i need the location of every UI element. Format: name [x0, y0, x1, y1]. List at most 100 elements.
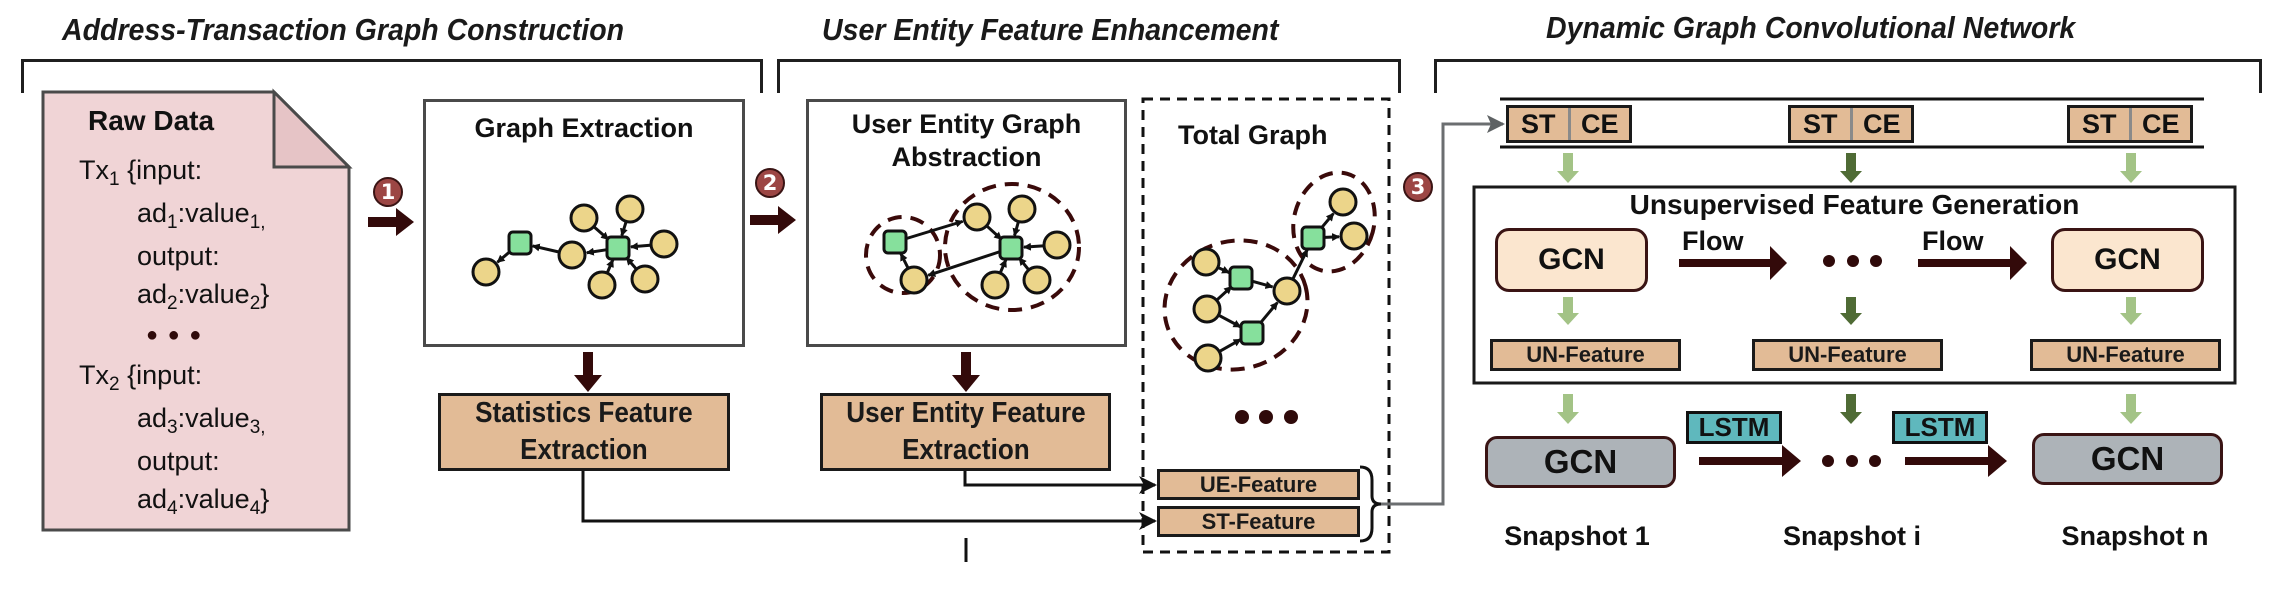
- address-node: [1192, 294, 1222, 324]
- transaction-node: [998, 235, 1024, 261]
- address-node: [899, 265, 929, 295]
- graph-edge: [906, 219, 964, 240]
- graph-edge: [606, 259, 615, 273]
- address-node: [615, 194, 645, 224]
- transaction-node: [1239, 320, 1265, 346]
- section-title-dgcn: Dynamic Graph Convolutional Network: [1546, 10, 2076, 45]
- step-badge-3: 3: [1403, 172, 1433, 202]
- graph-edge: [1218, 266, 1231, 274]
- temporal-gcn-snapshot-1: GCN: [1485, 436, 1676, 488]
- flow-label-left: Flow: [1682, 226, 1744, 256]
- raw-tx2-output-label: output:: [137, 446, 220, 476]
- st-cell: ST: [2070, 108, 2132, 140]
- user-entity-cluster: [1162, 238, 1310, 372]
- address-node: [1272, 276, 1302, 306]
- raw-tx1-input: ad1:value1,: [137, 198, 266, 233]
- lstm-arrow-left: [1699, 445, 1801, 477]
- statistics-feature-extraction-box: Statistics Feature Extraction: [438, 393, 730, 471]
- snapshot-label-i: Snapshot i: [1782, 521, 1921, 551]
- address-node: [630, 264, 660, 294]
- unsupervised-gcn-left: GCN: [1495, 228, 1648, 292]
- graph-edge: [620, 221, 628, 237]
- temporal-gcn-snapshot-n: GCN: [2032, 433, 2223, 485]
- graph-edge: [927, 250, 1001, 277]
- section-bracket-dgcn: [1434, 59, 2262, 93]
- graph-edge: [585, 247, 607, 256]
- snapshot-label-n: Snapshot n: [2061, 521, 2209, 551]
- transaction-node: [605, 235, 631, 261]
- ellipsis-dot: [1259, 410, 1273, 424]
- statistics-feature-label-line1: Statistics Feature: [475, 397, 693, 429]
- graph-edge: [1319, 212, 1335, 230]
- address-node: [569, 203, 599, 233]
- lstm-box-left: LSTM: [1686, 411, 1782, 444]
- ue-feature-box: UE-Feature: [1157, 469, 1360, 500]
- section-title-construction: Address-Transaction Graph Construction: [62, 12, 625, 47]
- ellipsis-dot: [1235, 410, 1249, 424]
- graph-edge: [1216, 285, 1233, 301]
- address-node: [1007, 194, 1037, 224]
- graph-edge: [1324, 233, 1341, 242]
- ellipsis-dot: [1846, 455, 1858, 467]
- st-cell: ST: [1509, 108, 1571, 140]
- raw-data-document: [41, 90, 351, 532]
- flow-arrow-left: [1679, 246, 1787, 280]
- raw-tx2-input: ad3:value3,: [137, 403, 266, 438]
- green-arrow-gcn-to-unfeature: [1557, 297, 1579, 325]
- block-arrows: [368, 206, 980, 392]
- user-entity-feature-label-line2: Extraction: [901, 434, 1030, 466]
- un-feature-box-n: UN-Feature: [2030, 339, 2221, 371]
- user-entity-graph-box: User Entity Graph Abstraction: [806, 99, 1127, 347]
- st-cell: ST: [1791, 108, 1853, 140]
- step2-arrow: [750, 206, 796, 234]
- dgcn-input-connector: [1381, 115, 1505, 506]
- ue-graph-to-ue-feature-arrow: [952, 352, 980, 392]
- graph-edge: [1258, 301, 1279, 325]
- user-entity-cluster: [943, 182, 1081, 312]
- raw-ellipsis: ● ● ●: [146, 324, 204, 346]
- green-arrow-input-to-ufg: [1840, 153, 1862, 183]
- unsupervised-feature-title: Unsupervised Feature Generation: [1629, 189, 2080, 220]
- green-arrow-ufg-to-temporal: [1557, 394, 1579, 424]
- ce-cell: CE: [2141, 108, 2180, 139]
- ellipsis-dot: [1284, 410, 1298, 424]
- stats-to-st-feature-line: [581, 471, 1157, 530]
- graph-edge: [1218, 314, 1242, 329]
- transaction-node: [1228, 265, 1254, 291]
- step-badge-1: 1: [373, 177, 403, 207]
- graph-edge: [1291, 248, 1309, 280]
- raw-tx2-line: Tx2 {input:: [79, 360, 203, 395]
- graph-edge: [625, 256, 637, 270]
- graph-extraction-box: Graph Extraction: [423, 99, 745, 347]
- user-entity-cluster: [1291, 170, 1377, 274]
- user-entity-feature-label-line1: User Entity Feature: [845, 397, 1086, 429]
- graph-edge: [986, 225, 1003, 241]
- address-node: [471, 257, 501, 287]
- total-graph-container: [1141, 97, 1391, 554]
- graph-to-stats-arrow: [574, 352, 602, 392]
- address-node: [1191, 247, 1221, 277]
- un-feature-box-1: UN-Feature: [1490, 339, 1681, 371]
- st-feature-box: ST-Feature: [1157, 506, 1360, 537]
- feature-brace: [1359, 465, 1382, 543]
- user-entity-graph-title-line1: User Entity Graph: [851, 109, 1082, 139]
- graph-edge: [1018, 257, 1030, 271]
- graph-extraction-title: Graph Extraction: [474, 113, 694, 143]
- graph-edge: [999, 259, 1008, 273]
- green-arrow-input-to-ufg: [2120, 153, 2142, 183]
- flow-label-right: Flow: [1922, 226, 1984, 256]
- address-node: [649, 229, 679, 259]
- graph-edge: [1252, 279, 1274, 289]
- address-node: [1042, 230, 1072, 260]
- address-node: [1022, 265, 1052, 295]
- address-node: [557, 240, 587, 270]
- address-node: [1339, 221, 1369, 251]
- ellipsis-dot: [1869, 455, 1881, 467]
- raw-data-title: Raw Data: [88, 105, 215, 136]
- graph-edge: [593, 226, 610, 241]
- section-bracket-enhancement: [777, 59, 1401, 93]
- ellipsis-dot: [1870, 255, 1882, 267]
- address-node: [587, 270, 617, 300]
- snapshot-input-i: ST CE: [1788, 105, 1914, 143]
